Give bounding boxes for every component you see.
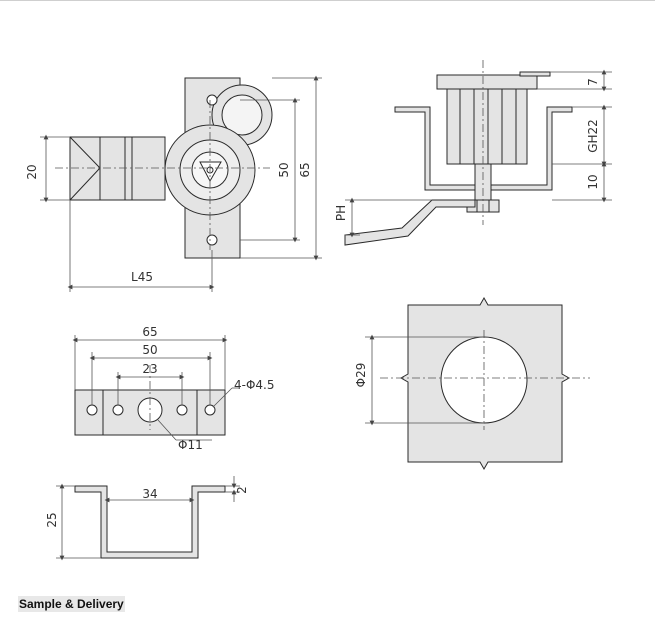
- dim-65: 65: [298, 162, 312, 177]
- dim-bracket-50: 50: [142, 343, 157, 357]
- dim-ph: PH: [334, 205, 348, 221]
- top-divider: [0, 0, 655, 1]
- dim-20: 20: [25, 164, 39, 179]
- dim-bracket-65: 65: [142, 325, 157, 339]
- bracket-plan-view: [74, 389, 226, 436]
- dim-10: 10: [586, 174, 600, 189]
- section-label: Sample & Delivery: [18, 596, 125, 612]
- dim-profile-2: 2: [235, 486, 249, 494]
- dim-50: 50: [277, 162, 291, 177]
- dim-cutout-diameter: Φ29: [354, 363, 368, 388]
- dim-bracket-23: 23: [142, 362, 157, 376]
- dim-bracket-holes: 4-Φ4.5: [234, 378, 275, 392]
- side-view: [344, 71, 573, 246]
- dim-7: 7: [586, 78, 600, 86]
- dim-profile-25: 25: [45, 512, 59, 527]
- panel-cutout-view: [399, 296, 571, 471]
- dim-gh22: GH22: [586, 119, 600, 153]
- dim-bracket-center: Φ11: [178, 438, 203, 452]
- dim-l45: L45: [131, 270, 153, 284]
- dim-profile-34: 34: [142, 487, 157, 501]
